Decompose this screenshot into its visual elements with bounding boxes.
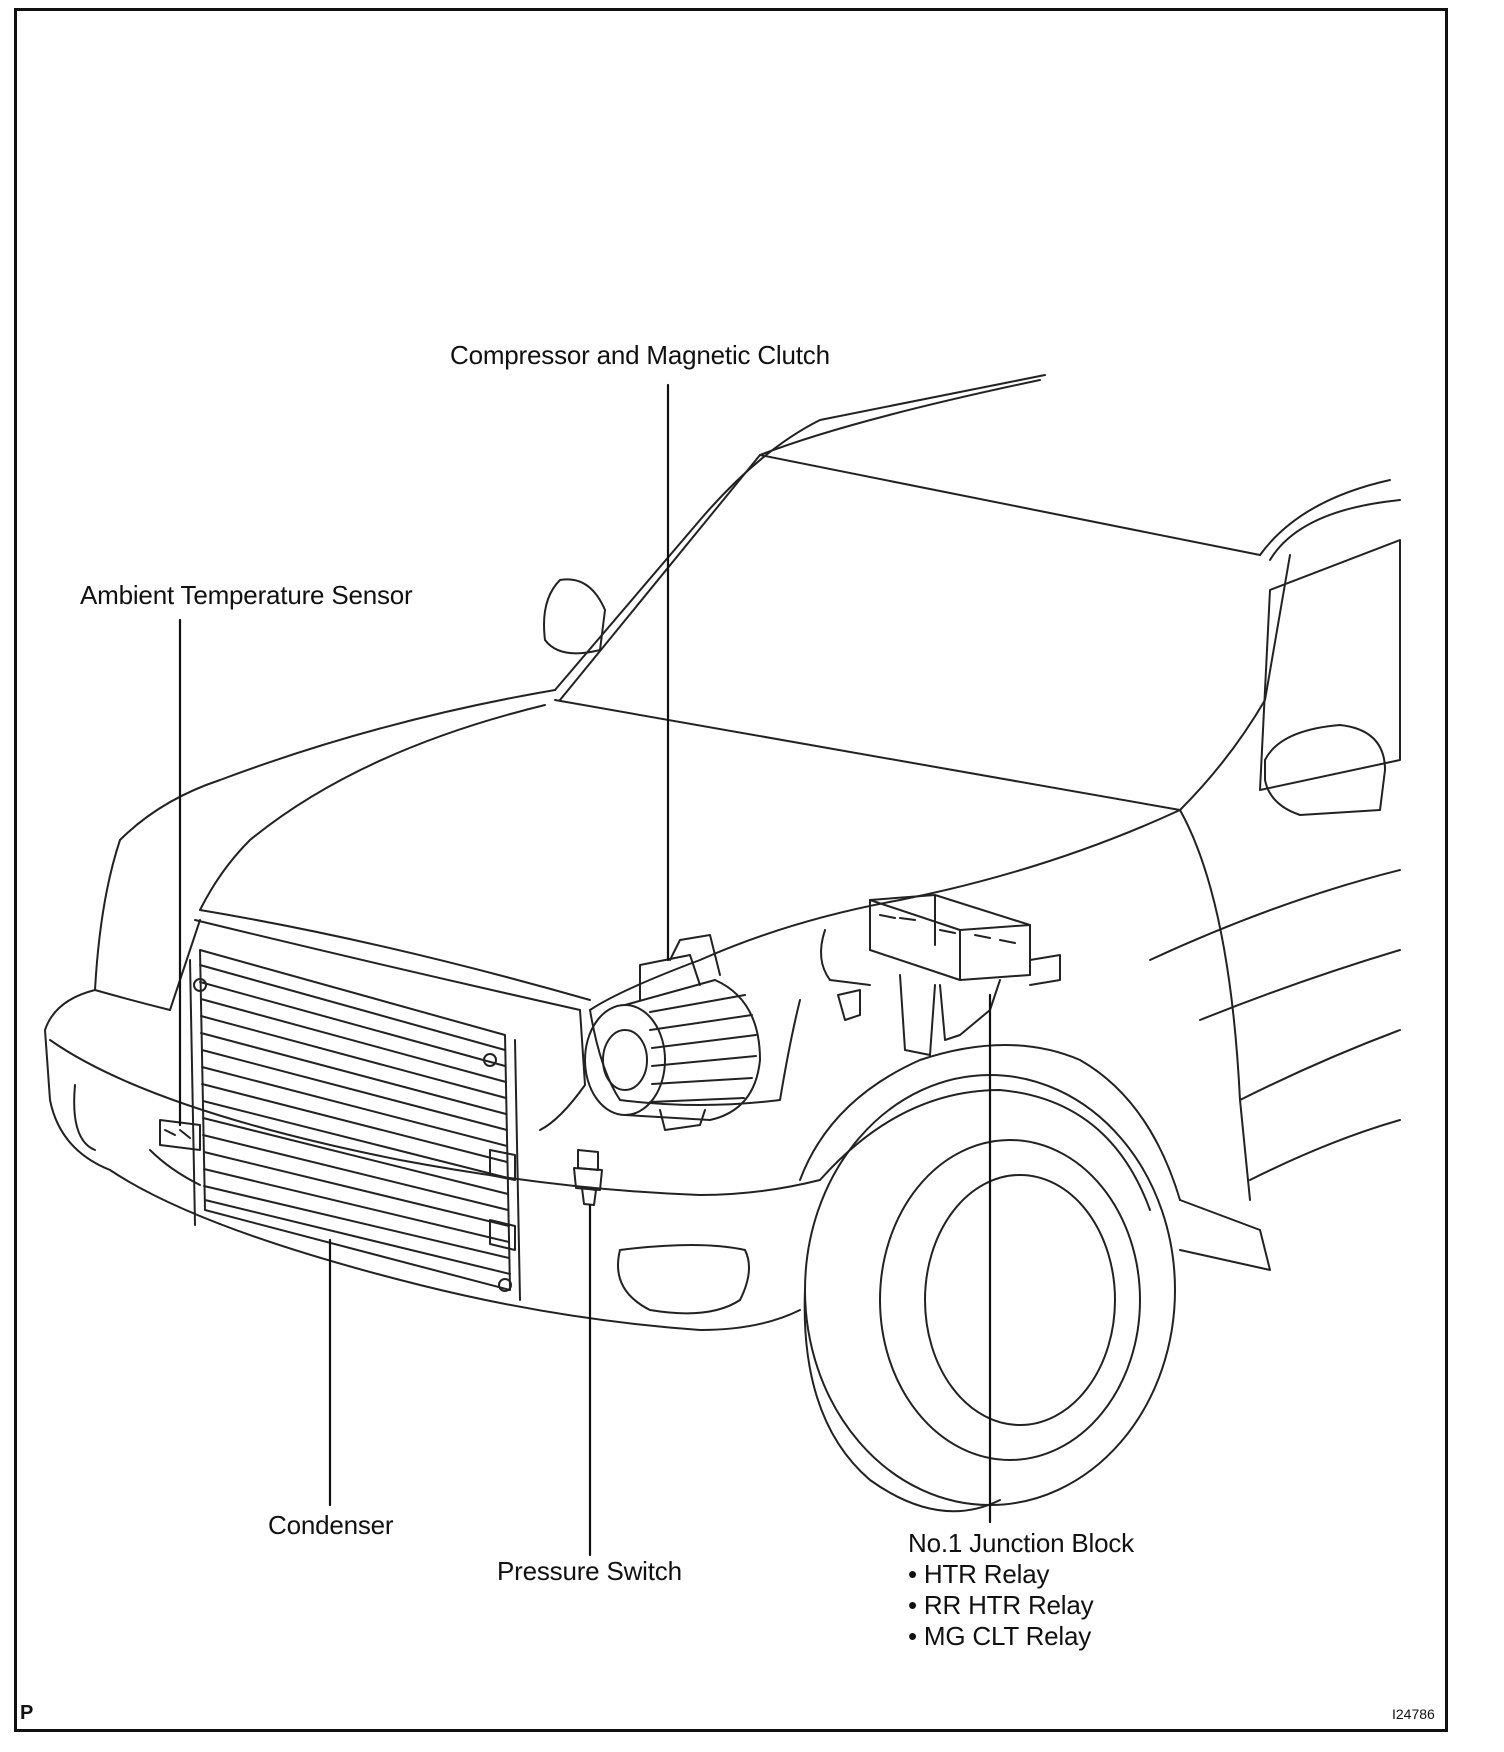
junction-block-title: No.1 Junction Block [908,1528,1134,1558]
pressure-switch-part [573,1149,603,1206]
corner-letter: P [20,1702,34,1724]
relay-item: • MG CLT Relay [908,1621,1092,1651]
leader-lines [178,383,992,1557]
ambient-sensor-label: Ambient Temperature Sensor [80,580,413,610]
junction-block-part [820,894,1061,1056]
junction-block-label: No.1 Junction Block • HTR Relay • RR HTR… [908,1528,1134,1652]
diagram-frame [14,8,1448,1732]
ambient-temperature-sensor-part [159,1119,201,1151]
compressor-part [584,934,761,1131]
pressure-switch-label: Pressure Switch [497,1556,682,1586]
figure-id: I24786 [1392,1706,1435,1722]
vehicle-body-outline [44,374,1401,1513]
compressor-label: Compressor and Magnetic Clutch [450,340,830,370]
relay-item: • HTR Relay [908,1559,1050,1589]
relay-item: • RR HTR Relay [908,1590,1094,1620]
condenser-part [189,949,521,1301]
condenser-label: Condenser [268,1510,394,1540]
